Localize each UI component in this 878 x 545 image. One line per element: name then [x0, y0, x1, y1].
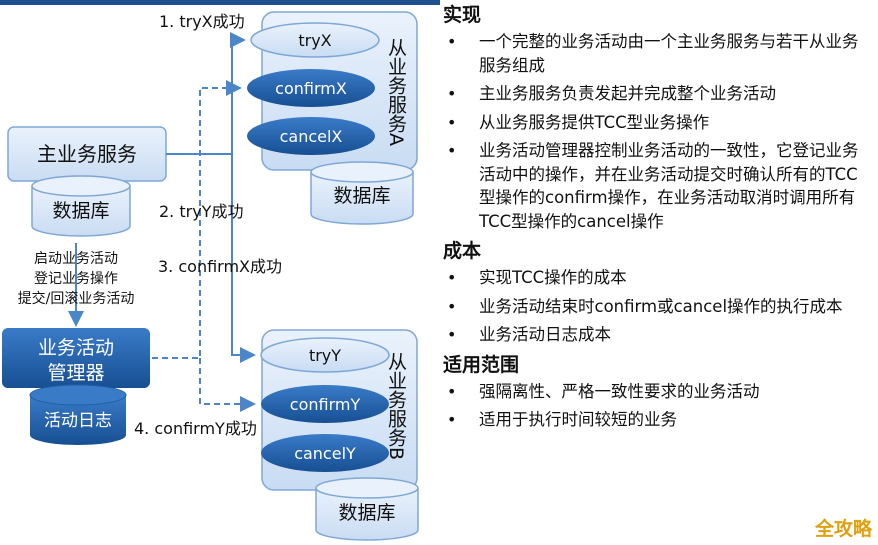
- watermark-logo: 全攻略: [814, 518, 872, 540]
- section-cost: 成本 实现TCC操作的成本 业务活动结束时confirm或cancel操作的执行…: [443, 238, 873, 347]
- main-service: 主业务服务: [7, 126, 167, 182]
- section-implementation: 实现 一个完整的业务活动由一个主业务服务与若干从业务服务组成 主业务服务负责发起…: [443, 2, 873, 233]
- main-db: 数据库: [31, 175, 131, 237]
- step-4: 4. confirmY成功: [134, 419, 257, 438]
- action-start: 启动业务活动: [34, 251, 118, 267]
- section-title: 实现: [443, 4, 482, 26]
- svg-text:confirmX: confirmX: [275, 79, 347, 98]
- service-a-db: 数据库: [310, 161, 414, 225]
- bullet-item: 从业务服务提供TCC型业务操作: [443, 111, 873, 135]
- tryx-op: [250, 22, 380, 58]
- svg-text:tryX: tryX: [298, 31, 331, 50]
- bullet-item: 业务活动管理器控制业务活动的一致性，它登记业务活动中的操作，并在业务活动提交时确…: [443, 139, 873, 233]
- activity-manager: 业务活动 管理器: [2, 328, 150, 388]
- section-title: 适用范围: [443, 353, 520, 376]
- svg-text:业务活动: 业务活动: [38, 337, 114, 359]
- service-b-db: 数据库: [315, 477, 419, 541]
- svg-text:数据库: 数据库: [338, 502, 395, 524]
- bullet-item: 一个完整的业务活动由一个主业务服务与若干从业务服务组成: [443, 30, 873, 77]
- bullet-item: 实现TCC操作的成本: [443, 266, 873, 290]
- activity-log-db: 活动日志: [29, 384, 127, 445]
- svg-text:confirmY: confirmY: [290, 395, 361, 414]
- confirmy-op: [261, 385, 389, 423]
- bullet-item: 业务活动结束时confirm或cancel操作的执行成本: [443, 295, 873, 319]
- svg-text:cancelY: cancelY: [294, 444, 356, 463]
- section-scope: 适用范围 强隔离性、严格一致性要求的业务活动 适用于执行时间较短的业务: [443, 352, 873, 432]
- bullet-item: 强隔离性、严格一致性要求的业务活动: [443, 380, 873, 404]
- service-a: 从业务服务A tryX confirmX cancelX: [247, 11, 418, 171]
- cancelx-op: [247, 117, 375, 155]
- service-b-title: 从业务服务B: [385, 352, 407, 460]
- service-a-title: 从业务服务A: [385, 38, 407, 146]
- svg-text:数据库: 数据库: [333, 185, 390, 207]
- svg-text:cancelX: cancelX: [280, 127, 343, 146]
- cancely-op: [261, 434, 389, 472]
- svg-text:主业务服务: 主业务服务: [37, 142, 137, 166]
- bullet-item: 业务活动日志成本: [443, 323, 873, 347]
- tcc-diagram: 从业务服务A tryX confirmX cancelX 数据库 从业务服务B …: [0, 0, 440, 541]
- service-b: 从业务服务B tryY confirmY cancelY: [260, 329, 418, 491]
- confirmx-op: [247, 69, 375, 107]
- tryy-op: [260, 337, 390, 373]
- svg-text:管理器: 管理器: [47, 362, 104, 384]
- step-3: 3. confirmX成功: [158, 257, 282, 276]
- step-1: 1. tryX成功: [159, 12, 245, 31]
- section-title: 成本: [443, 240, 482, 262]
- action-register: 登记业务操作: [34, 271, 118, 287]
- bullet-item: 主业务服务负责发起并完成整个业务活动: [443, 82, 873, 106]
- svg-text:活动日志: 活动日志: [44, 411, 112, 431]
- description-panel: 实现 一个完整的业务活动由一个主业务服务与若干从业务服务组成 主业务服务负责发起…: [443, 2, 873, 437]
- action-commit: 提交/回滚业务活动: [18, 290, 135, 307]
- svg-text:数据库: 数据库: [52, 200, 109, 222]
- svg-text:tryY: tryY: [309, 346, 341, 365]
- step-2: 2. tryY成功: [159, 202, 243, 221]
- bullet-item: 适用于执行时间较短的业务: [443, 408, 873, 432]
- top-bar: [0, 0, 440, 5]
